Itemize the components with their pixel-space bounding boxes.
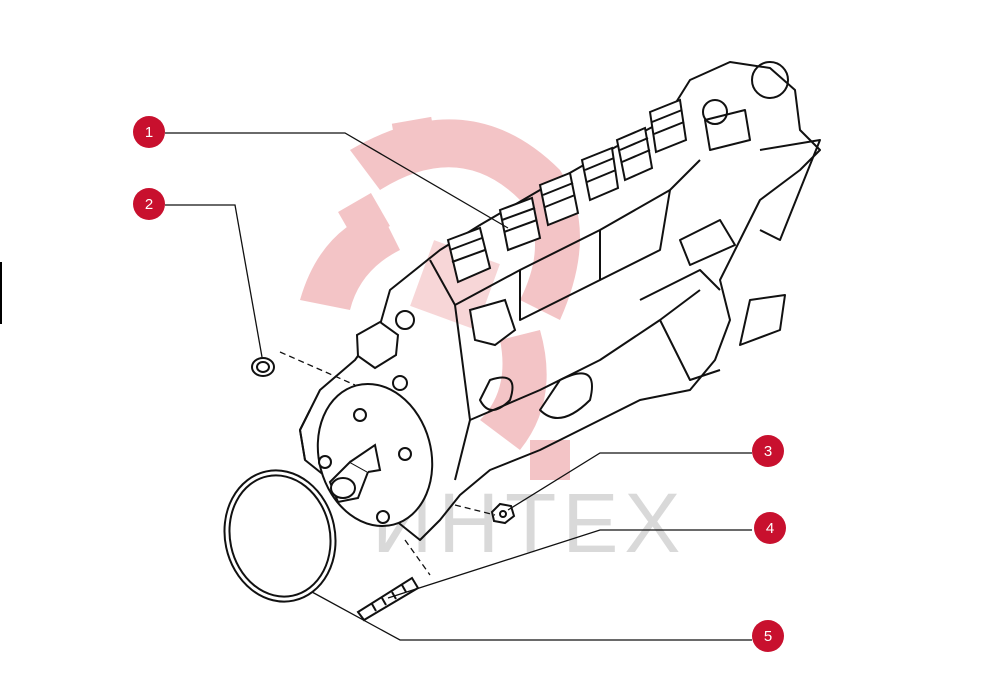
front-flange: [316, 382, 434, 528]
callout-1[interactable]: 1: [133, 116, 165, 148]
callout-2-number: 2: [145, 196, 153, 213]
leader-lines: [165, 132, 752, 641]
delivery-valves: [446, 98, 688, 284]
assembly-lines: [279, 351, 496, 576]
callout-5-number: 5: [764, 628, 772, 645]
callout-3[interactable]: 3: [752, 435, 784, 467]
side-plugs: [355, 298, 517, 391]
callout-4[interactable]: 4: [754, 512, 786, 544]
callout-2[interactable]: 2: [133, 188, 165, 220]
left-edge-marker: [0, 262, 2, 324]
drive-hardware: [356, 502, 516, 622]
callout-3-number: 3: [764, 443, 772, 460]
callout-4-number: 4: [766, 520, 774, 537]
callout-5[interactable]: 5: [752, 620, 784, 652]
o-ring: [223, 469, 337, 603]
washer: [251, 357, 275, 377]
callout-1-number: 1: [145, 124, 153, 141]
